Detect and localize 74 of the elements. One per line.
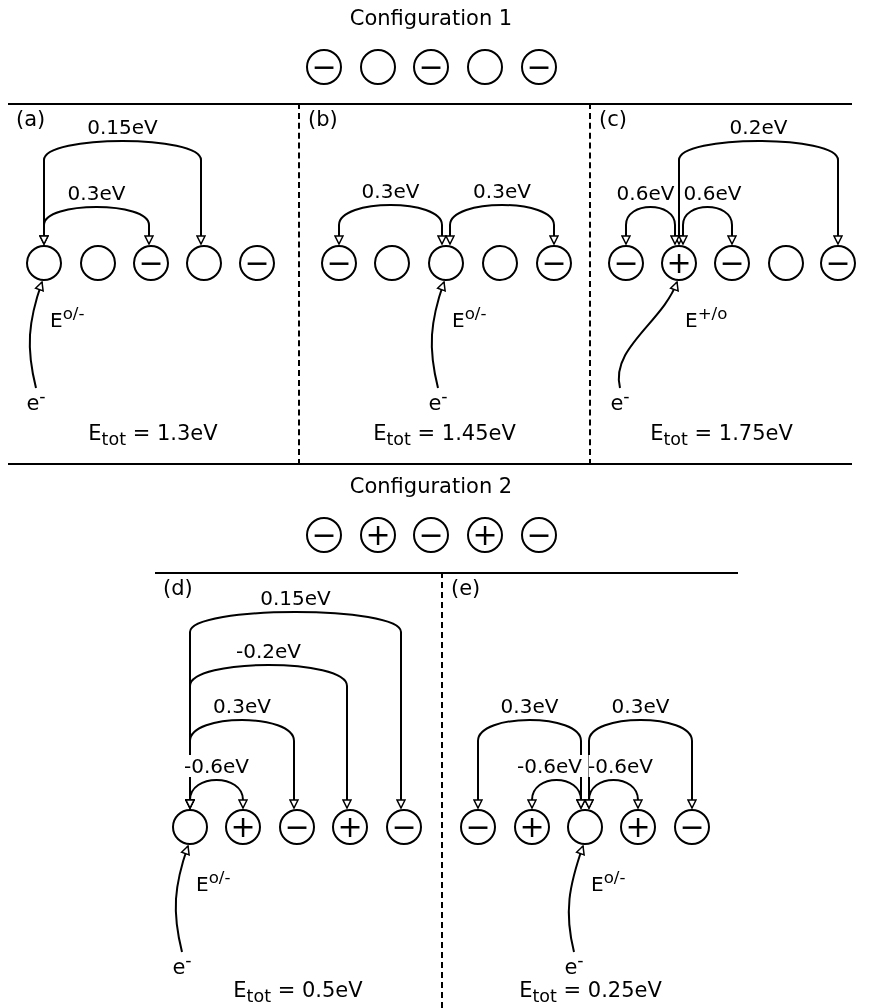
charged-site-circle: −: [133, 245, 169, 281]
empty-site-circle: [374, 245, 410, 281]
charged-site-circle: −: [386, 809, 422, 845]
energy-total: E$_{tot}$ = 1.75eV: [649, 420, 794, 449]
arrow: [445, 204, 559, 245]
charged-site-circle: −: [674, 809, 710, 845]
edge-label: -0.6eV: [588, 755, 653, 777]
panel-label: (b): [308, 107, 338, 131]
charged-site-circle: +: [620, 809, 656, 845]
charged-site-circle: −: [279, 809, 315, 845]
charged-site-circle: +: [467, 517, 503, 553]
charged-site-circle: +: [514, 809, 550, 845]
edge-label: E$^{+/o}$: [685, 305, 728, 331]
energy-total: E$_{tot}$ = 1.3eV: [87, 420, 219, 449]
empty-site-circle: [482, 245, 518, 281]
charged-site-circle: +: [661, 245, 697, 281]
arrow: [567, 845, 585, 953]
arrow: [674, 140, 843, 245]
electron-label: e$^{-}$: [564, 950, 584, 979]
charged-site-circle: −: [306, 517, 342, 553]
charged-site-circle: −: [413, 517, 449, 553]
charged-site-circle: −: [521, 517, 557, 553]
panel-label: (e): [451, 576, 481, 600]
edge-label: -0.6eV: [184, 755, 249, 777]
edge-label: -0.6eV: [517, 755, 582, 777]
empty-site-circle: [428, 245, 464, 281]
panel-label: (d): [163, 576, 193, 600]
panel-label: (a): [16, 107, 46, 131]
charged-site-circle: −: [536, 245, 572, 281]
energy-total: E$_{tot}$ = 0.25eV: [518, 977, 663, 1006]
charged-site-circle: −: [460, 809, 496, 845]
empty-site-circle: [80, 245, 116, 281]
empty-site-circle: [26, 245, 62, 281]
arrow: [621, 206, 680, 245]
empty-site-circle: [186, 245, 222, 281]
charged-site-circle: −: [306, 49, 342, 85]
arrow: [584, 779, 643, 809]
electron-label: e$^{-}$: [172, 950, 192, 979]
edge-label: E$^{o/-}$: [591, 869, 626, 895]
arrow: [678, 206, 737, 245]
charged-site-circle: −: [321, 245, 357, 281]
arrow: [174, 845, 190, 953]
energy-total: E$_{tot}$ = 1.45eV: [372, 420, 517, 449]
charged-site-circle: −: [608, 245, 644, 281]
edge-label: E$^{o/-}$: [50, 305, 85, 331]
energy-total: E$_{tot}$ = 0.5eV: [232, 977, 364, 1006]
arrow: [430, 281, 446, 389]
empty-site-circle: [567, 809, 603, 845]
empty-site-circle: [172, 809, 208, 845]
arrow: [617, 281, 679, 389]
charged-site-circle: −: [521, 49, 557, 85]
charged-site-circle: −: [714, 245, 750, 281]
empty-site-circle: [467, 49, 503, 85]
edge-label: E$^{o/-}$: [196, 869, 231, 895]
arrow: [527, 779, 586, 809]
electron-label: e$^{-}$: [610, 386, 630, 415]
panel-label: (c): [599, 107, 627, 131]
electron-label: e$^{-}$: [26, 386, 46, 415]
charged-site-circle: +: [225, 809, 261, 845]
empty-site-circle: [360, 49, 396, 85]
charged-site-circle: −: [820, 245, 856, 281]
arrow: [28, 281, 44, 389]
electron-label: e$^{-}$: [428, 386, 448, 415]
charged-site-circle: −: [239, 245, 275, 281]
arrow: [39, 206, 154, 245]
arrow: [334, 204, 447, 245]
empty-site-circle: [768, 245, 804, 281]
edge-label: E$^{o/-}$: [452, 305, 487, 331]
charged-site-circle: +: [332, 809, 368, 845]
arrow: [185, 779, 248, 809]
charged-site-circle: −: [413, 49, 449, 85]
configuration-title: Configuration 2: [349, 474, 513, 498]
configuration-title: Configuration 1: [349, 6, 513, 30]
charged-site-circle: +: [360, 517, 396, 553]
